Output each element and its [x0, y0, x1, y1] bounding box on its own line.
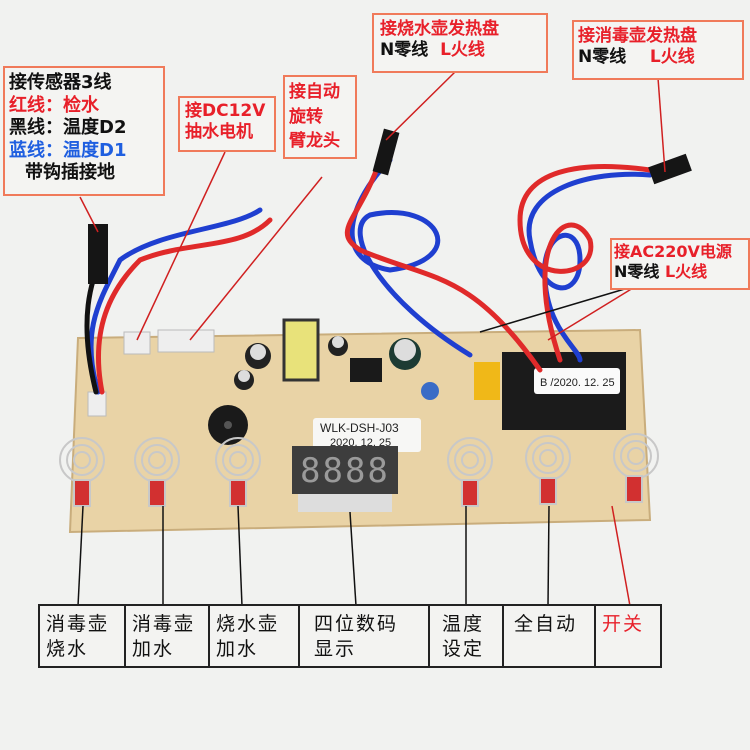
disinfect-heater-neutral: N零线 — [578, 47, 627, 68]
disinfect-plug — [648, 153, 692, 185]
transformer — [282, 318, 320, 382]
power-title: 接AC220V电源 — [614, 242, 732, 261]
spring-button-6 — [613, 433, 659, 503]
leader-lines — [77, 71, 666, 607]
arm-line2: 旋转 — [289, 106, 323, 127]
power-live: L火线 — [664, 262, 708, 281]
spring-button-4 — [447, 437, 493, 507]
table-cell-disinfect-fill: 消毒壶 加水 — [126, 606, 210, 666]
connector-sensor — [87, 391, 107, 417]
callout-power: 接AC220V电源 N零线 L火线 — [610, 238, 750, 290]
boil-heater-live: L火线 — [440, 40, 485, 61]
arm-line1: 接自动 — [289, 82, 340, 102]
sensor-plugs — [88, 224, 108, 284]
spring-button-5 — [525, 435, 571, 505]
ic-chip — [350, 358, 382, 382]
disinfect-heater-title: 接消毒壶发热盘 — [578, 26, 697, 46]
button-function-table: 消毒壶 烧水 消毒壶 加水 烧水壶 加水 四位数码 显示 温度 设定 全自动 开… — [38, 604, 662, 668]
callout-arm: 接自动 旋转 臂龙头 — [283, 75, 357, 159]
cell-line1: 消毒壶 — [46, 613, 110, 635]
cell-line1: 四位数码 — [314, 613, 399, 635]
table-cell-auto: 全自动 — [504, 606, 596, 666]
sensor-ground: 带钩插接地 — [25, 162, 115, 183]
table-cell-power-switch: 开关 — [596, 606, 662, 666]
ceramic-capacitor — [421, 382, 439, 400]
led-digits: 8888 — [300, 451, 390, 491]
spring-button-2 — [134, 437, 180, 507]
callout-pump: 接DC12V 抽水电机 — [178, 96, 276, 152]
arm-plug — [372, 128, 400, 176]
spring-contacts — [59, 433, 659, 507]
cell-line1: 消毒壶 — [132, 613, 196, 635]
callout-disinfect-heater: 接消毒壶发热盘 N零线 L火线 — [572, 20, 744, 80]
spring-button-1 — [59, 437, 105, 507]
cell-line2: 加水 — [216, 637, 259, 660]
led-display — [292, 446, 398, 494]
table-cell-display: 四位数码 显示 — [300, 606, 430, 666]
table-cell-temp-set: 温度 设定 — [430, 606, 504, 666]
arm-line3: 臂龙头 — [289, 131, 340, 152]
callout-boil-heater: 接烧水壶发热盘 N零线 L火线 — [372, 13, 548, 73]
sensor-red-line: 红线：检水 — [9, 94, 99, 116]
relay-label: B /2020. 12. 25 — [540, 377, 615, 389]
x-capacitor — [474, 362, 500, 400]
wires — [84, 157, 653, 395]
cell-line1: 全自动 — [514, 613, 578, 635]
callout-sensor: 接传感器3线 红线：检水 黑线：温度D2 蓝线：温度D1 带钩插接地 — [3, 66, 165, 196]
table-cell-disinfect-boil: 消毒壶 烧水 — [40, 606, 126, 666]
cell-line2: 加水 — [132, 637, 175, 660]
connector-pump — [123, 331, 151, 355]
pump-line2: 抽水电机 — [185, 122, 253, 143]
sensor-blue-line: 蓝线：温度D1 — [9, 139, 127, 161]
table-cell-boil-fill: 烧水壶 加水 — [210, 606, 300, 666]
cell-line1: 温度 — [442, 613, 485, 635]
power-neutral: N零线 — [614, 262, 660, 281]
cell-line1: 烧水壶 — [216, 613, 280, 635]
cell-line1: 开关 — [602, 613, 645, 635]
connector-arm — [157, 329, 215, 353]
sensor-title: 接传感器3线 — [9, 72, 112, 93]
cell-line2: 显示 — [314, 637, 357, 660]
disinfect-heater-live: L火线 — [649, 47, 695, 68]
sensor-black-line: 黑线：温度D2 — [9, 117, 127, 138]
boil-heater-title: 接烧水壶发热盘 — [380, 19, 499, 39]
pump-line1: 接DC12V — [185, 101, 266, 121]
boil-heater-neutral: N零线 — [380, 40, 429, 61]
cell-line2: 设定 — [442, 637, 485, 660]
model-label: WLK-DSH-J03 — [320, 421, 399, 435]
cell-line2: 烧水 — [46, 637, 89, 660]
